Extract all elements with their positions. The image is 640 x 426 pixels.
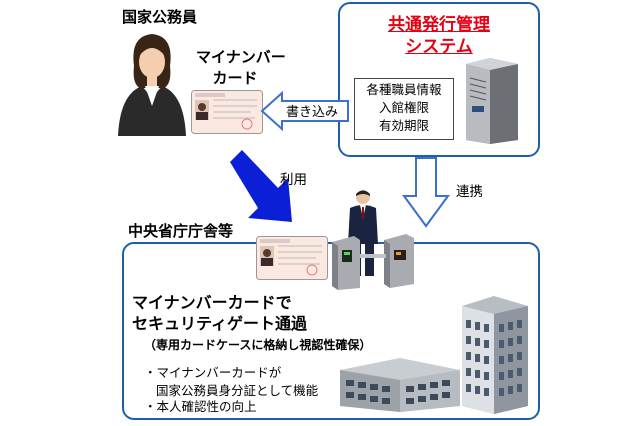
link-arrow: [402, 157, 450, 228]
main-text: マイナンバーカードで セキュリティゲート通過: [132, 293, 308, 333]
building-label: 中央省庁庁舎等: [128, 222, 234, 240]
woman-figure-icon: [118, 34, 186, 136]
bullet-2: ・本人確認性の向上: [144, 399, 257, 414]
server-icon: [466, 58, 518, 144]
write-label: 書き込み: [286, 105, 339, 120]
system-box: 共通発行管理 システム 各種職員情報 入館権限 有効期限: [338, 2, 540, 157]
info-box: 各種職員情報 入館権限 有効期限: [354, 78, 454, 140]
write-arrow: [260, 90, 349, 132]
system-title: 共通発行管理 システム: [388, 15, 490, 57]
bullet-1: ・マイナンバーカードが 国家公務員身分証として機能: [144, 365, 319, 398]
info-line: 各種職員情報: [366, 82, 442, 97]
security-gate-icon: [332, 234, 414, 290]
main-note: （専用カードケースに格納し視認性確保）: [144, 338, 372, 352]
info-line: 入館権限: [378, 100, 429, 115]
card-title: マイナンバー カード: [196, 48, 286, 87]
office-building-icon: [340, 358, 460, 412]
civil-servant-label: 国家公務員: [122, 8, 198, 26]
link-label: 連携: [456, 184, 483, 200]
use-label: 利用: [280, 172, 307, 188]
id-card-icon: [191, 90, 263, 134]
id-card-icon: [256, 236, 328, 280]
info-line: 有効期限: [378, 118, 429, 133]
office-building-icon: [462, 296, 528, 414]
use-arrow: [230, 150, 292, 222]
